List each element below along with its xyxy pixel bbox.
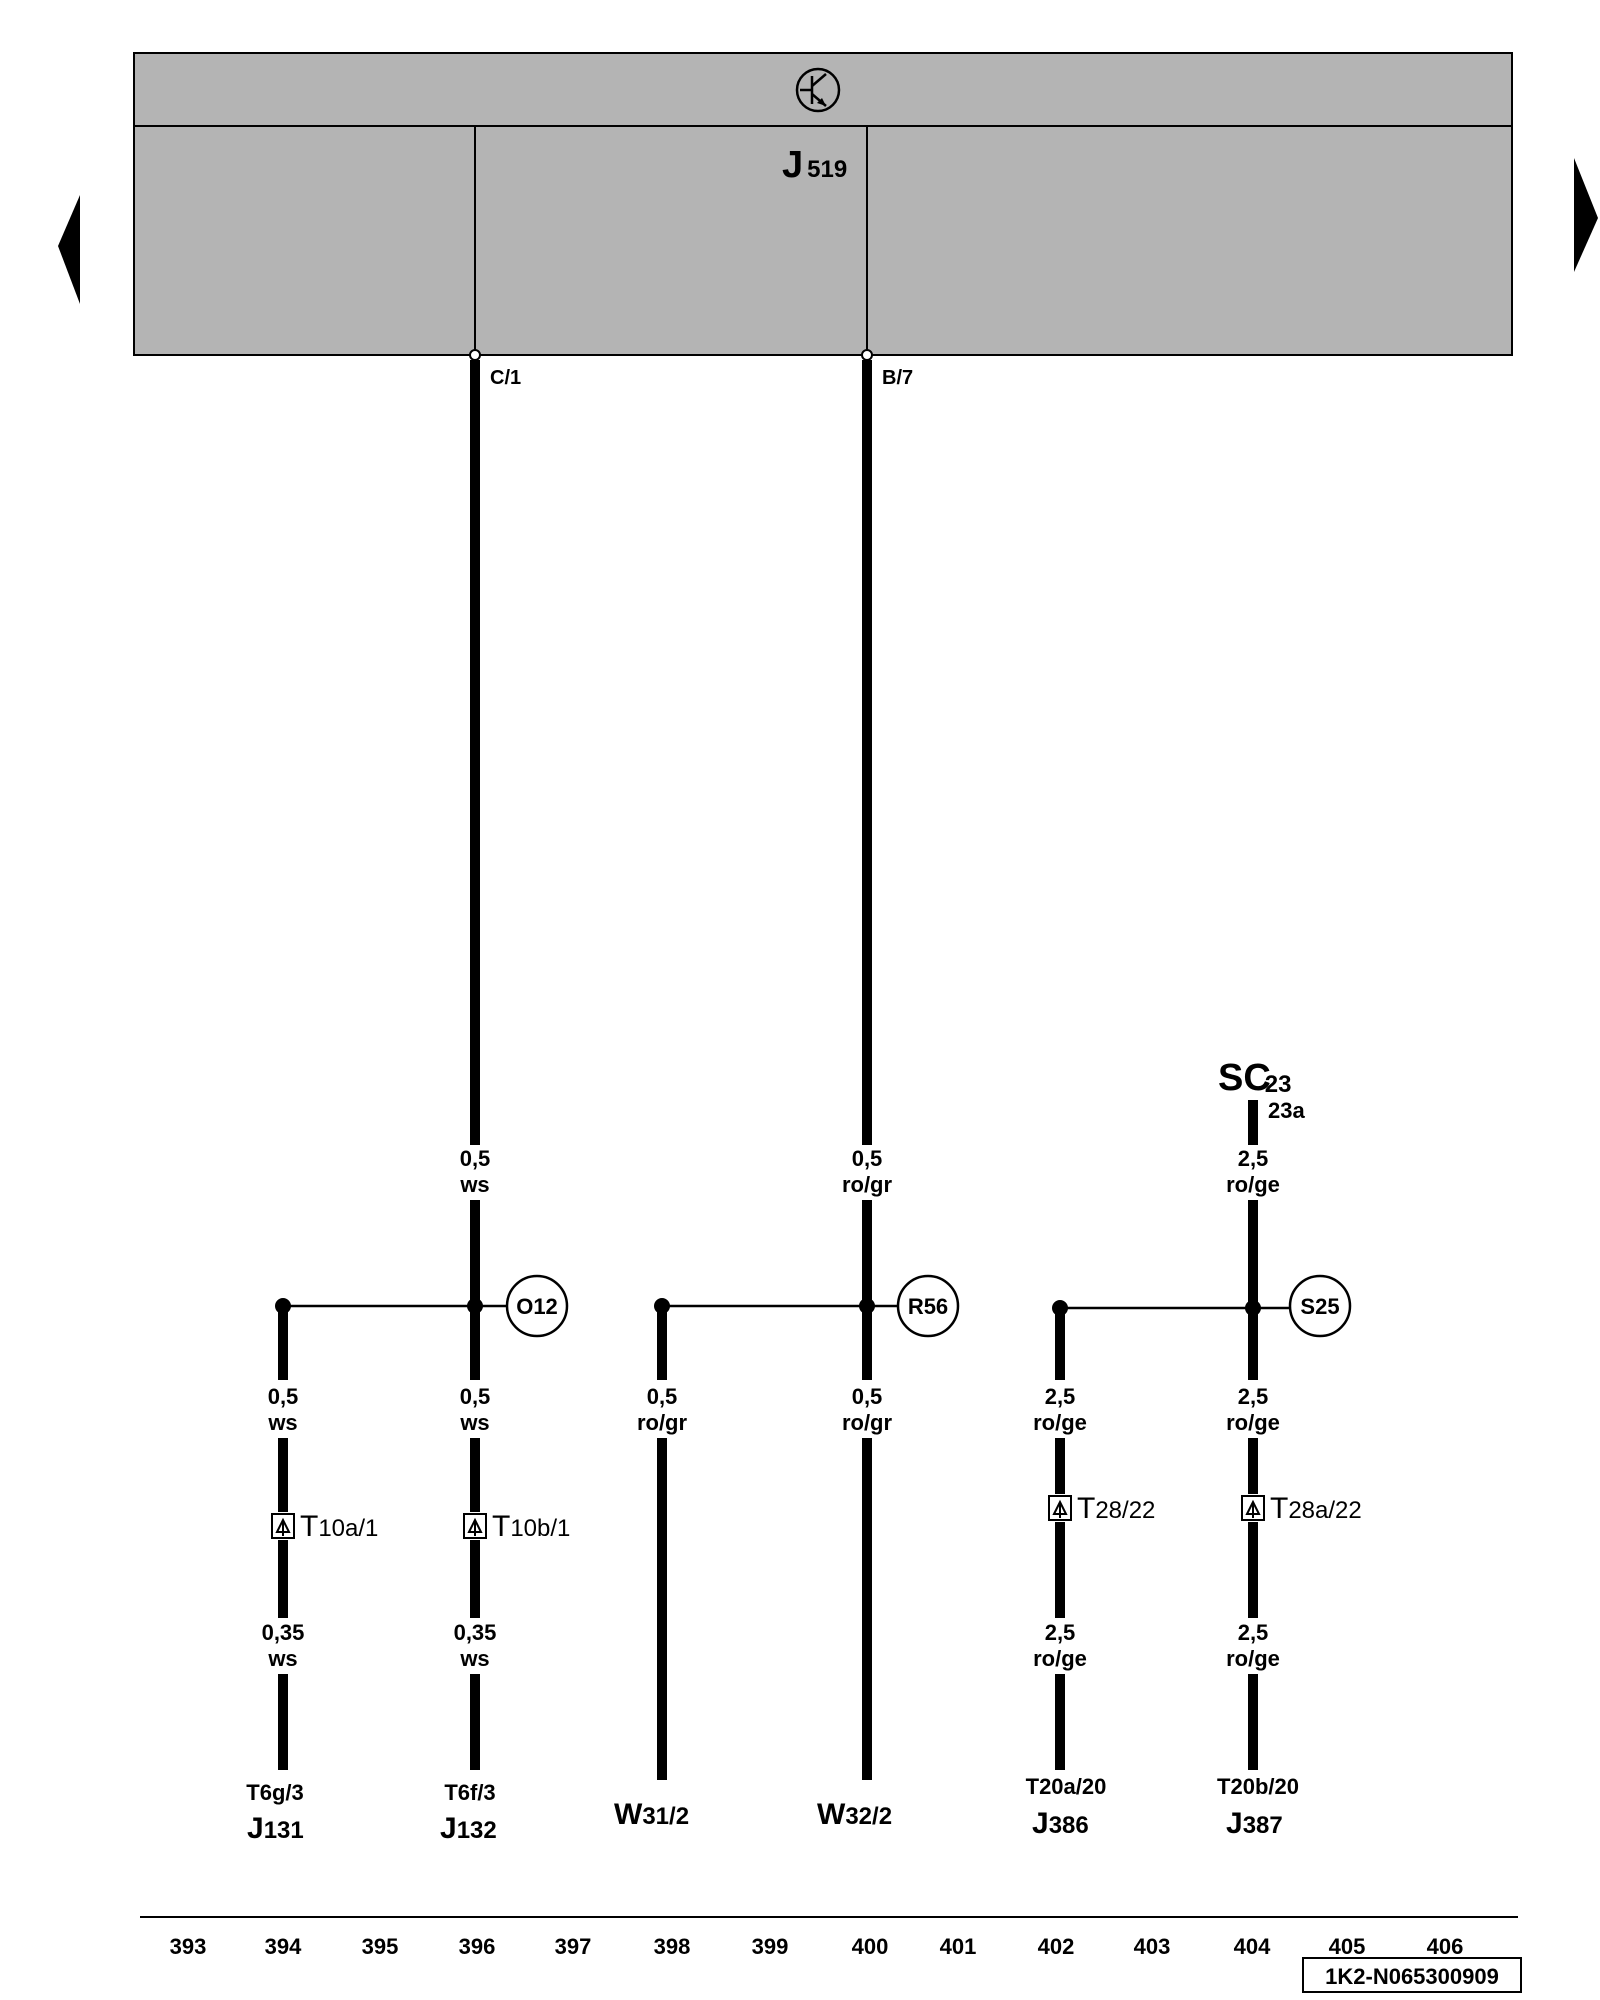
svg-text:ws: ws	[267, 1410, 297, 1435]
svg-text:ro/gr: ro/gr	[842, 1172, 893, 1197]
pin-label-right: B/7	[882, 367, 913, 389]
triangle-right-icon[interactable]	[1574, 158, 1598, 272]
svg-text:0,35: 0,35	[262, 1620, 305, 1645]
component-label: J132	[440, 1812, 497, 1845]
svg-text:ro/gr: ro/gr	[842, 1410, 893, 1435]
svg-text:0,5: 0,5	[460, 1384, 491, 1409]
svg-text:S25: S25	[1300, 1294, 1339, 1319]
svg-text:2,5: 2,5	[1238, 1146, 1269, 1171]
column-numbers: 393 394 395 396 397 398 399 400 401 402 403 404 405 4…	[170, 1934, 1464, 1959]
column-number: 399	[752, 1934, 789, 1959]
svg-text:0,5: 0,5	[852, 1384, 883, 1409]
svg-text:ro/ge: ro/ge	[1033, 1410, 1087, 1435]
reference-code: 1K2-N065300909	[1302, 1957, 1522, 1993]
svg-text:ws: ws	[459, 1410, 489, 1435]
svg-text:ws: ws	[459, 1172, 489, 1197]
svg-text:ro/ge: ro/ge	[1226, 1172, 1280, 1197]
connector-icon	[1241, 1495, 1265, 1521]
pin-terminal-right	[861, 349, 873, 361]
svg-text:2,5: 2,5	[1238, 1620, 1269, 1645]
svg-text:T6f/3: T6f/3	[444, 1780, 495, 1805]
connector-icon	[271, 1513, 295, 1539]
svg-text:0,35: 0,35	[454, 1620, 497, 1645]
svg-text:ro/ge: ro/ge	[1226, 1410, 1280, 1435]
svg-text:T20b/20: T20b/20	[1217, 1774, 1299, 1799]
connector-icon	[1048, 1495, 1072, 1521]
svg-text:ws: ws	[267, 1646, 297, 1671]
branch-j387: 2,5 ro/ge T28a/22 2,5 ro/ge T20b/20 J387	[1217, 1384, 1362, 1840]
trunk-label-3: 2,5 ro/ge	[1226, 1146, 1280, 1197]
component-label: J387	[1226, 1807, 1283, 1840]
fuse-label-sc23: SC23	[1218, 1057, 1292, 1099]
svg-text:T6g/3: T6g/3	[246, 1780, 303, 1805]
column-number: 400	[852, 1934, 889, 1959]
svg-text:0,5: 0,5	[460, 1146, 491, 1171]
column-number: 396	[459, 1934, 496, 1959]
svg-text:2,5: 2,5	[1045, 1384, 1076, 1409]
svg-text:0,5: 0,5	[852, 1146, 883, 1171]
connector-label: T28a/22	[1270, 1492, 1362, 1525]
svg-text:R56: R56	[908, 1294, 948, 1319]
pin-label-left: C/1	[490, 367, 521, 389]
svg-text:2,5: 2,5	[1238, 1384, 1269, 1409]
trunk-label-2: 0,5 ro/gr	[842, 1146, 893, 1197]
column-number: 397	[555, 1934, 592, 1959]
column-number: 403	[1134, 1934, 1171, 1959]
connector-icon	[463, 1513, 487, 1539]
column-number: 402	[1038, 1934, 1075, 1959]
column-number: 406	[1427, 1934, 1464, 1959]
junction-s25: S25	[1288, 1274, 1352, 1338]
svg-text:O12: O12	[516, 1294, 558, 1319]
wires	[275, 360, 1290, 1780]
svg-text:ws: ws	[459, 1646, 489, 1671]
triangle-left-icon[interactable]	[58, 195, 80, 304]
component-label: J131	[247, 1812, 304, 1845]
column-number: 398	[654, 1934, 691, 1959]
junction-o12: O12	[505, 1274, 569, 1338]
column-number: 395	[362, 1934, 399, 1959]
component-label: J386	[1032, 1807, 1089, 1840]
branch-j131: 0,5 ws T10a/1 0,35 ws T6g/3 J131	[246, 1384, 378, 1845]
column-number: 394	[265, 1934, 302, 1959]
branch-j132: 0,5 ws T10b/1 0,35 ws T6f/3 J132	[440, 1384, 570, 1845]
svg-text:ro/ge: ro/ge	[1226, 1646, 1280, 1671]
component-label: W31/2	[614, 1798, 689, 1831]
connector-label: T10b/1	[492, 1510, 570, 1543]
column-number: 405	[1329, 1934, 1366, 1959]
column-number: 404	[1234, 1934, 1271, 1959]
svg-text:ro/gr: ro/gr	[637, 1410, 688, 1435]
svg-text:ro/ge: ro/ge	[1033, 1646, 1087, 1671]
svg-text:0,5: 0,5	[647, 1384, 678, 1409]
junction-r56: R56	[896, 1274, 960, 1338]
pin-terminal-left	[469, 349, 481, 361]
trunk-label-1: 0,5 ws	[459, 1146, 490, 1197]
module-header	[133, 52, 1513, 356]
transistor-icon	[795, 67, 841, 113]
branch-w31: 0,5 ro/gr W31/2	[614, 1384, 689, 1831]
branch-w32: 0,5 ro/gr W32/2	[817, 1384, 892, 1831]
branch-j386: 2,5 ro/ge T28/22 2,5 ro/ge T20a/20 J386	[1026, 1384, 1156, 1840]
svg-text:1K2-N065300909: 1K2-N065300909	[1325, 1964, 1499, 1989]
fuse-pin-label: 23a	[1268, 1098, 1305, 1123]
svg-text:2,5: 2,5	[1045, 1620, 1076, 1645]
column-number: 393	[170, 1934, 207, 1959]
connector-label: T10a/1	[300, 1510, 378, 1543]
column-number: 401	[940, 1934, 977, 1959]
svg-text:T20a/20: T20a/20	[1026, 1774, 1107, 1799]
svg-text:0,5: 0,5	[268, 1384, 299, 1409]
component-label: W32/2	[817, 1798, 892, 1831]
connector-label: T28/22	[1077, 1492, 1155, 1525]
